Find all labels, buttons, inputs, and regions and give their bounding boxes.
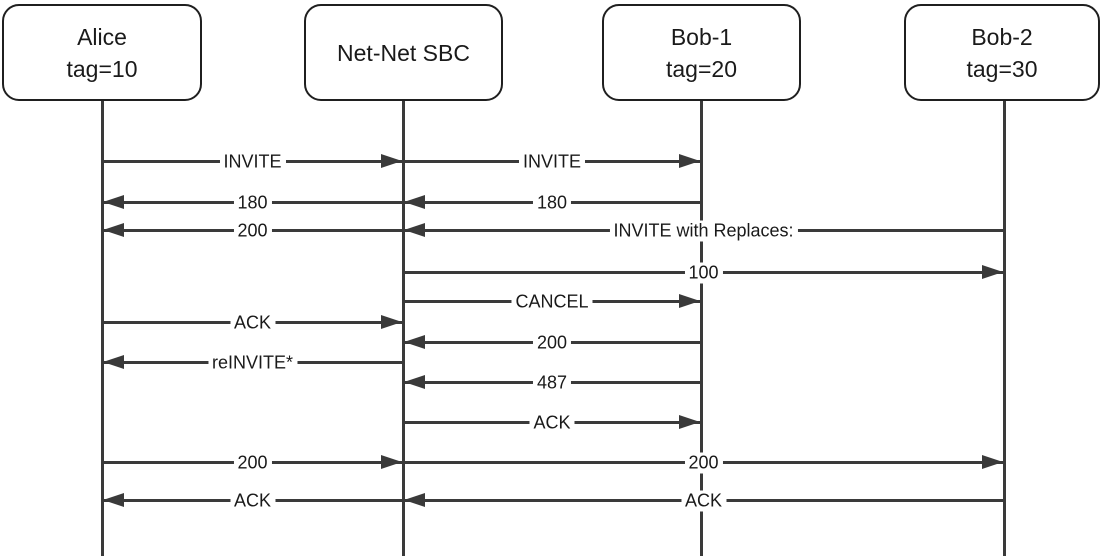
lifeline-net-net-sbc: [401, 101, 405, 556]
message-label: INVITE with Replaces:: [609, 220, 798, 241]
message-label: reINVITE*: [207, 352, 298, 373]
actor-tag: tag=20: [666, 55, 737, 82]
actor-name: Alice: [77, 23, 127, 50]
message-label: INVITE: [518, 151, 586, 172]
message-label: 180: [233, 192, 272, 213]
message-arrowhead: [103, 223, 124, 237]
message-label: ACK: [529, 412, 575, 433]
message-label: ACK: [229, 312, 276, 333]
message-label: 200: [233, 220, 272, 241]
actor-tag: tag=30: [966, 55, 1038, 82]
message-arrowhead: [381, 315, 402, 329]
actor-name: Net-Net SBC: [337, 39, 470, 66]
message-arrowhead: [381, 154, 402, 168]
actor-name: Bob-2: [971, 23, 1033, 50]
message-label: 180: [532, 192, 572, 213]
lifeline-alice: [100, 101, 104, 556]
actor-name: Bob-1: [670, 23, 733, 50]
message-arrowhead: [103, 355, 124, 369]
message-arrowhead: [103, 195, 124, 209]
message-label: 100: [684, 262, 723, 283]
message-label: 487: [532, 372, 572, 393]
message-label: 200: [532, 332, 572, 353]
message-label: 200: [233, 452, 272, 473]
message-arrowhead: [404, 493, 425, 507]
lifeline-bob-2: [1002, 101, 1006, 556]
actor-box-bob-2: Bob-2 tag=30: [904, 4, 1100, 101]
message-arrowhead: [381, 455, 402, 469]
actor-tag: tag=10: [66, 55, 138, 82]
message-label: ACK: [680, 490, 727, 511]
message-arrowhead: [404, 223, 425, 237]
lifeline-bob-1: [699, 101, 703, 556]
message-arrowhead: [404, 375, 425, 389]
actor-box-bob-1: Bob-1 tag=20: [602, 4, 801, 101]
message-arrowhead: [982, 265, 1003, 279]
actor-box-alice: Alice tag=10: [2, 4, 202, 101]
message-arrowhead: [679, 154, 700, 168]
message-label: ACK: [229, 490, 276, 511]
message-label: 200: [684, 452, 723, 473]
message-label: CANCEL: [511, 291, 593, 312]
message-arrowhead: [404, 335, 425, 349]
message-arrowhead: [982, 455, 1003, 469]
message-arrowhead: [679, 415, 700, 429]
message-label: INVITE: [219, 151, 286, 172]
actor-box-net-net-sbc: Net-Net SBC: [304, 4, 503, 101]
message-arrowhead: [404, 195, 425, 209]
message-arrowhead: [679, 294, 700, 308]
message-arrowhead: [103, 493, 124, 507]
